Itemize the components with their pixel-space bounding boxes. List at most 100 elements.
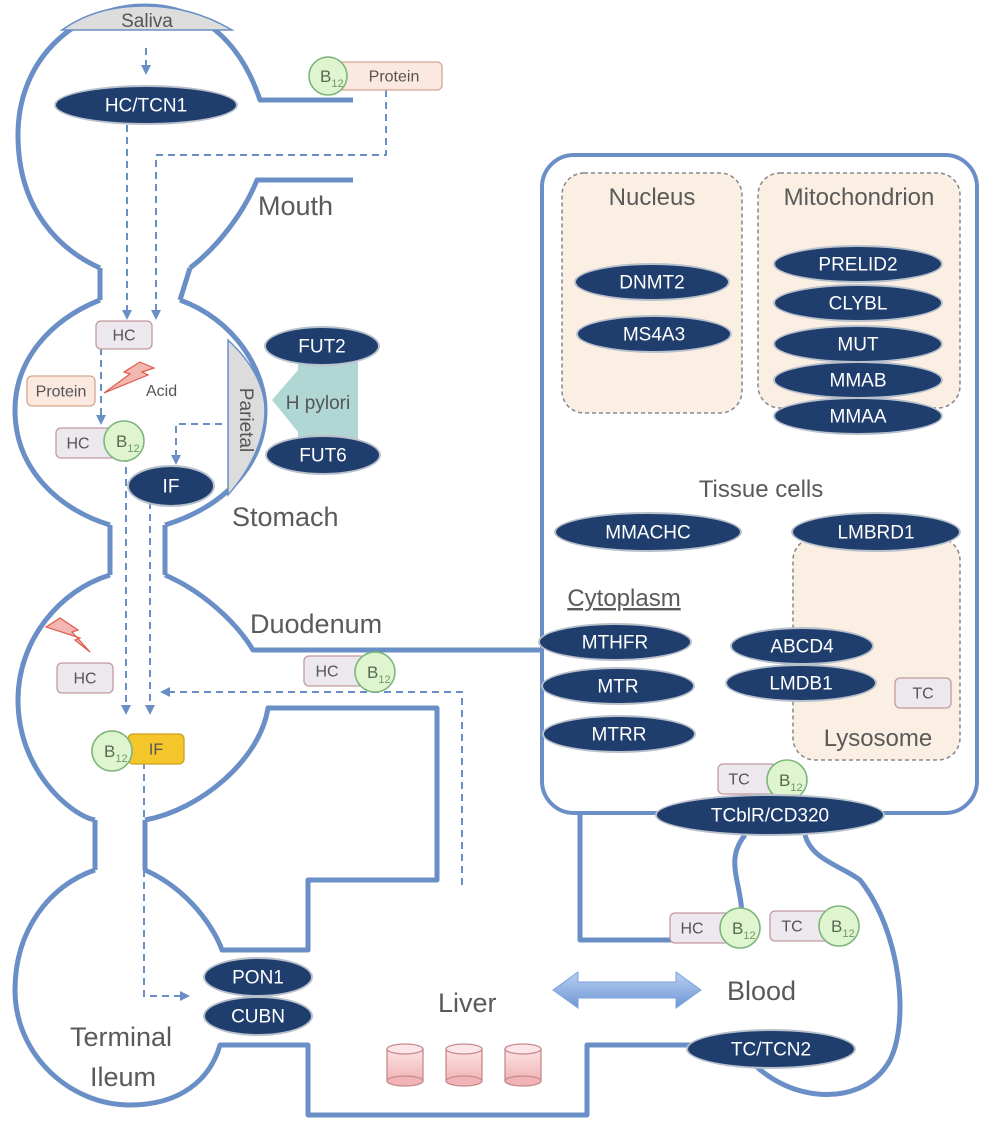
ileum-outline <box>12 867 740 1118</box>
protein-lmdb1: LMDB1 <box>725 664 877 702</box>
protein-lmbrd1: LMBRD1 <box>791 512 961 552</box>
arrow-b12if-to-ileum <box>143 762 190 1001</box>
acid-lightning-icon <box>103 361 156 394</box>
cytoplasm-label: Cytoplasm <box>567 585 680 612</box>
flow-arrows <box>96 48 463 1001</box>
protein-mtr: MTR <box>541 667 695 705</box>
protein-mmaa: MMAA <box>773 397 943 435</box>
protein-lmdb1-label: LMDB1 <box>769 674 832 695</box>
protein-mthfr-label: MTHFR <box>582 633 648 654</box>
b12-blood-hc-icon: B12 <box>719 907 761 949</box>
protein-clybl: CLYBL <box>773 284 943 322</box>
neck-duodenum-ileum <box>92 820 148 870</box>
b12-mouth-icon: B12 <box>308 56 348 96</box>
hc-box-duodenum-bound: HC <box>303 655 367 687</box>
protein-mtr-label: MTR <box>597 677 638 698</box>
neck-mouth-stomach-right <box>177 267 193 301</box>
protein-fut6-label: FUT6 <box>299 446 347 467</box>
arrow-liver-to-duodenum <box>160 687 463 885</box>
hc-box-stomach-bound-label: HC <box>66 436 89 453</box>
protein-hc-tcn1: HC/TCN1 <box>54 85 238 125</box>
b12-duodenum-bound-icon: B12 <box>354 651 396 693</box>
protein-abcd4: ABCD4 <box>730 627 874 665</box>
protein-mut-label: MUT <box>837 335 879 356</box>
protein-mmaa-label: MMAA <box>830 407 887 428</box>
ileum-upper <box>143 840 440 953</box>
b12-receptor-icon: B12 <box>766 759 808 801</box>
protein-mmachc: MMACHC <box>554 512 742 552</box>
storage-cylinder-icon <box>445 1043 483 1087</box>
protein-mtrr-label: MTRR <box>592 725 647 746</box>
hc-box-blood-label: HC <box>680 921 703 938</box>
protein-mthfr: MTHFR <box>538 623 692 661</box>
protein-pon1: PON1 <box>203 957 313 997</box>
tc-box-blood-label: TC <box>781 919 802 936</box>
terminal-label: Terminal <box>70 1022 172 1052</box>
protein-dnmt2: DNMT2 <box>574 263 730 301</box>
protein-prelid2-label: PRELID2 <box>818 255 897 276</box>
lysosome-label: Lysosome <box>824 725 933 752</box>
b12-stomach-icon: B12 <box>103 420 145 462</box>
mouth-outline-left <box>15 3 353 271</box>
tc-box-lysosome: TC <box>894 677 952 709</box>
duodenum-inner <box>144 705 440 840</box>
protein-tc-tcn2-label: TC/TCN2 <box>731 1040 811 1061</box>
protein-mut: MUT <box>773 325 943 363</box>
protein-tcblr-cd320-label: TCblR/CD320 <box>711 806 829 827</box>
liver-label: Liver <box>438 988 497 1018</box>
protein-mmab: MMAB <box>773 361 943 399</box>
hc-box-duodenum-label: HC <box>73 671 96 688</box>
arrow-protein-to-stomach <box>151 90 387 320</box>
protein-tc-tcn2: TC/TCN2 <box>686 1029 856 1069</box>
protein-prelid2: PRELID2 <box>773 245 943 283</box>
protein-box-stomach-label: Protein <box>36 384 87 401</box>
acid-label: Acid <box>146 383 177 400</box>
protein-fut2-label: FUT2 <box>298 337 346 358</box>
b12-blood-tc-icon: B12 <box>818 905 860 947</box>
duodenum-lightning-icon <box>44 617 91 653</box>
protein-fut6: FUT6 <box>265 435 381 475</box>
if-box-duodenum-label: IF <box>149 742 163 759</box>
b12-duodenum-if-icon: B12 <box>91 730 133 772</box>
nucleus-label: Nucleus <box>609 184 696 211</box>
protein-dnmt2-label: DNMT2 <box>619 273 684 294</box>
storage-cylinder-icon <box>386 1043 424 1087</box>
mouth-label: Mouth <box>258 191 333 221</box>
duodenum-outline <box>15 572 740 943</box>
stomach-label: Stomach <box>232 502 339 532</box>
protein-ms4a3: MS4A3 <box>576 315 732 353</box>
h-pylori-arrow <box>272 352 358 450</box>
parietal-cells <box>227 338 266 497</box>
protein-box-mouth: Protein <box>329 61 443 91</box>
mitochondrion-label: Mitochondrion <box>784 184 935 211</box>
ileum-label: Ileum <box>90 1062 156 1092</box>
protein-clybl-label: CLYBL <box>829 294 888 315</box>
if-box-duodenum: IF <box>127 733 185 765</box>
saliva-gland <box>59 5 235 31</box>
hc-box-stomach: HC <box>95 320 153 350</box>
protein-fut2: FUT2 <box>264 326 380 366</box>
tc-box-receptor-label: TC <box>728 772 749 789</box>
protein-if: IF <box>127 465 215 507</box>
arrow-parietal-to-if <box>171 423 222 465</box>
protein-mtrr: MTRR <box>542 715 696 753</box>
duodenum-label: Duodenum <box>250 609 382 639</box>
liver-blood-exchange-arrow <box>552 971 702 1009</box>
blood-label: Blood <box>727 976 796 1006</box>
neck-stomach-duodenum <box>107 525 168 575</box>
protein-mmab-label: MMAB <box>830 371 887 392</box>
parietal-label: Parietal <box>235 388 256 452</box>
protein-cubn-label: CUBN <box>231 1007 285 1028</box>
protein-tcblr-cd320: TCblR/CD320 <box>655 794 885 836</box>
protein-box-mouth-label: Protein <box>369 69 420 86</box>
protein-abcd4-label: ABCD4 <box>770 637 834 658</box>
liver-b12-stores <box>386 1043 542 1087</box>
protein-pon1-label: PON1 <box>232 968 284 989</box>
protein-hc-tcn1-label: HC/TCN1 <box>105 96 187 117</box>
h-pylori-label: H pylori <box>286 393 350 414</box>
protein-lmbrd1-label: LMBRD1 <box>837 523 914 544</box>
mouth-outline-right <box>188 177 353 270</box>
tc-box-lysosome-label: TC <box>912 686 933 703</box>
